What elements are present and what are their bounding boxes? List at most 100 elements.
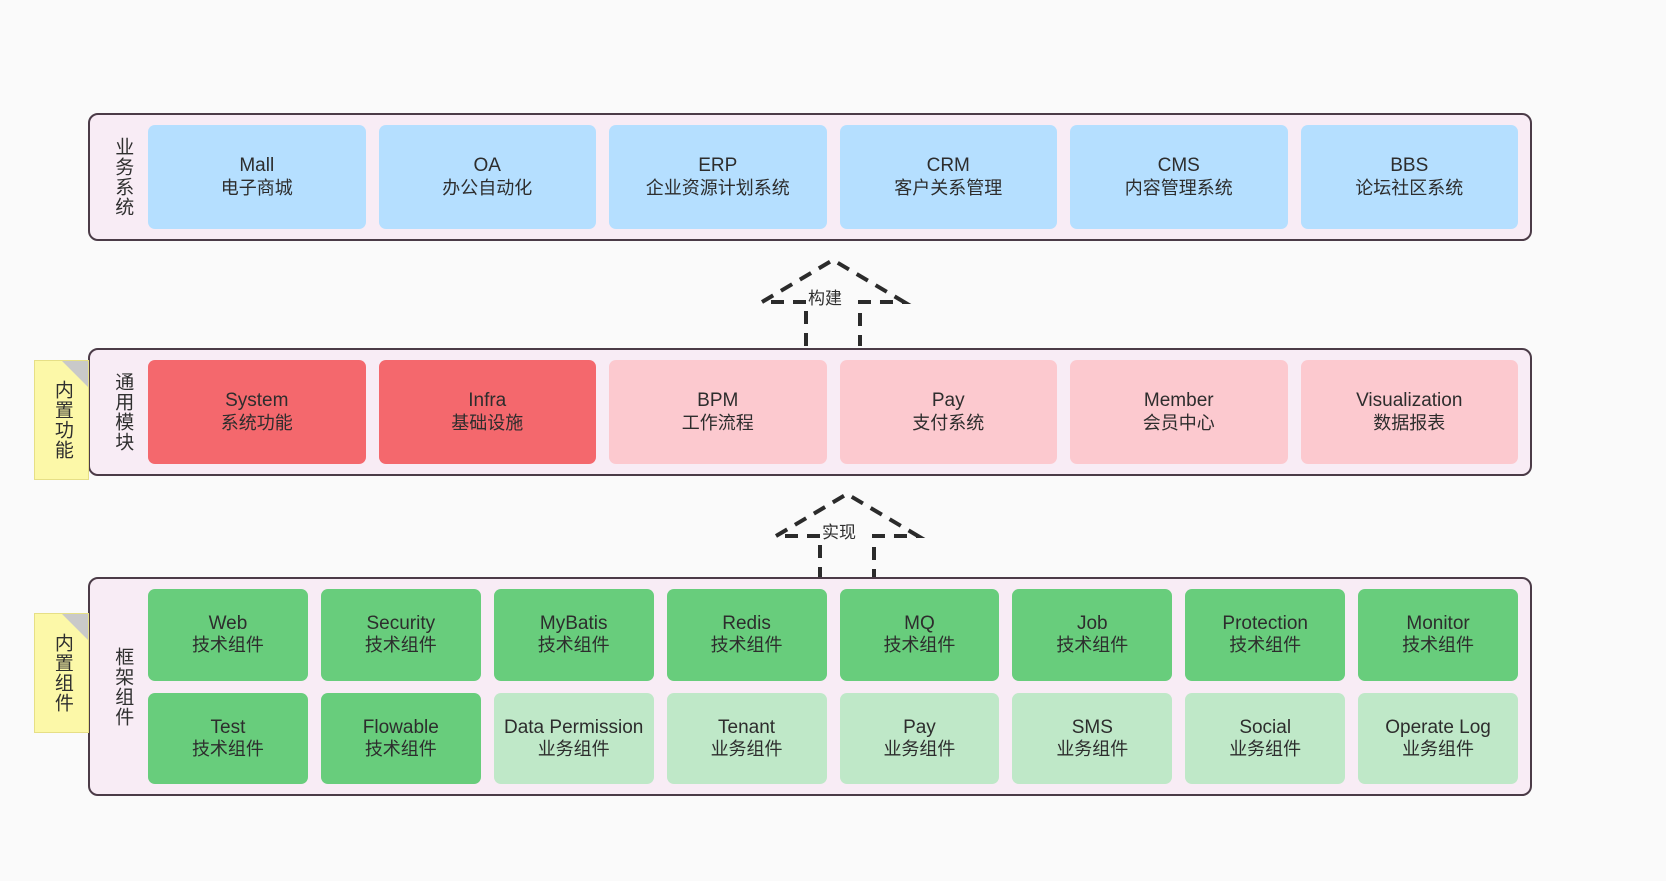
- card-visualization[interactable]: Visualization 数据报表: [1300, 360, 1518, 464]
- card-row-common: System 系统功能 Infra 基础设施 BPM 工作流程 Pay 支付系统…: [148, 360, 1518, 464]
- card-system[interactable]: System 系统功能: [148, 360, 366, 464]
- card-title-en: Job: [1076, 613, 1108, 635]
- card-title-en: MQ: [904, 613, 935, 635]
- note-builtin-function[interactable]: 内置功能: [34, 360, 89, 480]
- card-protection[interactable]: Protection 技术组件: [1185, 589, 1346, 681]
- card-title-en: ERP: [698, 155, 738, 177]
- layer-body-common: System 系统功能 Infra 基础设施 BPM 工作流程 Pay 支付系统…: [142, 360, 1518, 464]
- card-title-cn: 论坛社区系统: [1355, 177, 1464, 198]
- card-title-en: Security: [366, 613, 436, 635]
- card-pay-module[interactable]: Pay 支付系统: [839, 360, 1057, 464]
- card-crm[interactable]: CRM 客户关系管理: [839, 125, 1057, 229]
- card-pay-component[interactable]: Pay 业务组件: [839, 692, 1000, 784]
- layer-title-common: 通用模块: [112, 372, 134, 452]
- card-title-cn: 技术组件: [1229, 635, 1302, 656]
- card-bbs[interactable]: BBS 论坛社区系统: [1300, 125, 1518, 229]
- card-bpm[interactable]: BPM 工作流程: [609, 360, 827, 464]
- card-title-cn: 技术组件: [1056, 635, 1129, 656]
- card-title-cn: 业务组件: [710, 738, 783, 759]
- card-title-cn: 技术组件: [364, 738, 437, 759]
- card-data-permission[interactable]: Data Permission 业务组件: [493, 692, 654, 784]
- layer-title-business: 业务系统: [112, 137, 134, 217]
- note-text: 内置功能: [51, 380, 73, 460]
- note-builtin-component[interactable]: 内置组件: [34, 613, 89, 733]
- card-title-cn: 技术组件: [883, 635, 956, 656]
- card-title-en: Infra: [468, 390, 507, 412]
- card-title-cn: 系统功能: [220, 412, 293, 433]
- card-title-cn: 业务组件: [537, 738, 610, 759]
- card-title-en: Redis: [722, 613, 771, 635]
- card-web[interactable]: Web 技术组件: [148, 589, 308, 681]
- card-title-cn: 技术组件: [191, 635, 264, 656]
- card-title-en: Flowable: [362, 716, 439, 738]
- card-title-cn: 办公自动化: [442, 177, 533, 198]
- card-title-en: Social: [1239, 716, 1292, 738]
- card-title-cn: 业务组件: [1402, 738, 1475, 759]
- card-row-tech-components: Web 技术组件 Security 技术组件 MyBatis 技术组件 Redi…: [148, 589, 1518, 681]
- card-title-cn: 技术组件: [537, 635, 610, 656]
- connector-label-build: 构建: [806, 284, 844, 309]
- dashed-block-arrow-up-icon: [768, 491, 926, 580]
- card-title-cn: 技术组件: [710, 635, 783, 656]
- card-title-en: Data Permission: [503, 716, 644, 738]
- card-flowable[interactable]: Flowable 技术组件: [320, 692, 481, 784]
- card-job[interactable]: Job 技术组件: [1012, 589, 1173, 681]
- card-title-en: Visualization: [1356, 390, 1463, 412]
- folded-corner-icon: [62, 614, 88, 640]
- card-title-cn: 技术组件: [364, 635, 437, 656]
- card-title-cn: 工作流程: [681, 412, 754, 433]
- card-cms[interactable]: CMS 内容管理系统: [1070, 125, 1288, 229]
- card-title-cn: 技术组件: [1402, 635, 1475, 656]
- card-title-cn: 客户关系管理: [894, 177, 1003, 198]
- layer-common-modules: 通用模块 System 系统功能 Infra 基础设施 BPM 工作流程 Pay…: [88, 348, 1532, 476]
- layer-body-business: Mall 电子商城 OA 办公自动化 ERP 企业资源计划系统 CRM 客户关系…: [142, 125, 1518, 229]
- card-title-en: Test: [210, 716, 246, 738]
- card-title-cn: 业务组件: [1056, 738, 1129, 759]
- card-operate-log[interactable]: Operate Log 业务组件: [1358, 692, 1518, 784]
- layer-business-system: 业务系统 Mall 电子商城 OA 办公自动化 ERP 企业资源计划系统 CRM…: [88, 113, 1532, 241]
- card-erp[interactable]: ERP 企业资源计划系统: [609, 125, 827, 229]
- card-member[interactable]: Member 会员中心: [1070, 360, 1288, 464]
- card-title-en: System: [225, 390, 289, 412]
- card-title-en: CMS: [1157, 155, 1200, 177]
- card-title-en: Operate Log: [1385, 716, 1491, 738]
- layer-framework-components: 框架组件 Web 技术组件 Security 技术组件 MyBatis 技术组件…: [88, 577, 1532, 796]
- card-title-cn: 业务组件: [1229, 738, 1302, 759]
- card-redis[interactable]: Redis 技术组件: [666, 589, 827, 681]
- connector-label-implement: 实现: [820, 518, 858, 543]
- card-infra[interactable]: Infra 基础设施: [378, 360, 596, 464]
- card-title-cn: 企业资源计划系统: [645, 177, 790, 198]
- card-title-en: SMS: [1071, 716, 1113, 738]
- dashed-block-arrow-up-icon: [754, 257, 912, 346]
- card-mall[interactable]: Mall 电子商城: [148, 125, 366, 229]
- layer-title-framework: 框架组件: [112, 646, 134, 727]
- card-row-business-components: Test 技术组件 Flowable 技术组件 Data Permission …: [148, 692, 1518, 784]
- card-title-cn: 会员中心: [1142, 412, 1215, 433]
- card-title-cn: 数据报表: [1373, 412, 1446, 433]
- card-title-cn: 业务组件: [883, 738, 956, 759]
- card-title-en: Protection: [1222, 613, 1308, 635]
- card-mq[interactable]: MQ 技术组件: [839, 589, 1000, 681]
- card-social[interactable]: Social 业务组件: [1185, 692, 1346, 784]
- card-monitor[interactable]: Monitor 技术组件: [1358, 589, 1518, 681]
- layer-body-framework: Web 技术组件 Security 技术组件 MyBatis 技术组件 Redi…: [142, 589, 1518, 784]
- connector-arrow-build: 构建: [754, 257, 912, 348]
- card-oa[interactable]: OA 办公自动化: [378, 125, 596, 229]
- card-title-cn: 电子商城: [220, 177, 293, 198]
- card-title-en: Tenant: [718, 716, 776, 738]
- card-title-en: Web: [208, 613, 248, 635]
- card-mybatis[interactable]: MyBatis 技术组件: [493, 589, 654, 681]
- card-title-en: Monitor: [1406, 613, 1470, 635]
- card-test[interactable]: Test 技术组件: [148, 692, 308, 784]
- card-title-cn: 内容管理系统: [1124, 177, 1233, 198]
- card-tenant[interactable]: Tenant 业务组件: [666, 692, 827, 784]
- card-row-business: Mall 电子商城 OA 办公自动化 ERP 企业资源计划系统 CRM 客户关系…: [148, 125, 1518, 229]
- connector-arrow-implement: 实现: [768, 491, 926, 582]
- card-security[interactable]: Security 技术组件: [320, 589, 481, 681]
- note-text: 内置组件: [51, 633, 73, 713]
- card-sms[interactable]: SMS 业务组件: [1012, 692, 1173, 784]
- card-title-en: Pay: [903, 716, 936, 738]
- card-title-cn: 技术组件: [191, 738, 264, 759]
- card-title-en: CRM: [926, 155, 970, 177]
